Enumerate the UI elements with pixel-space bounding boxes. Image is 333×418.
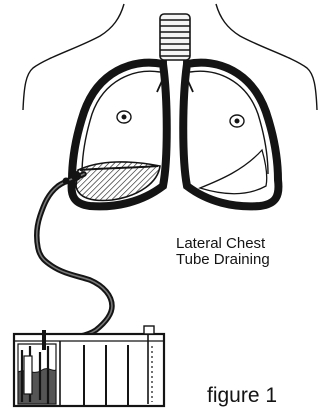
caption-line-1: Lateral Chest bbox=[176, 236, 265, 251]
left-lung-icon bbox=[72, 63, 167, 207]
caption-line-2: Tube Draining bbox=[176, 252, 270, 267]
drainage-unit-icon bbox=[14, 326, 164, 406]
right-lung-icon bbox=[183, 63, 278, 207]
figure-label: figure 1 bbox=[207, 385, 277, 407]
